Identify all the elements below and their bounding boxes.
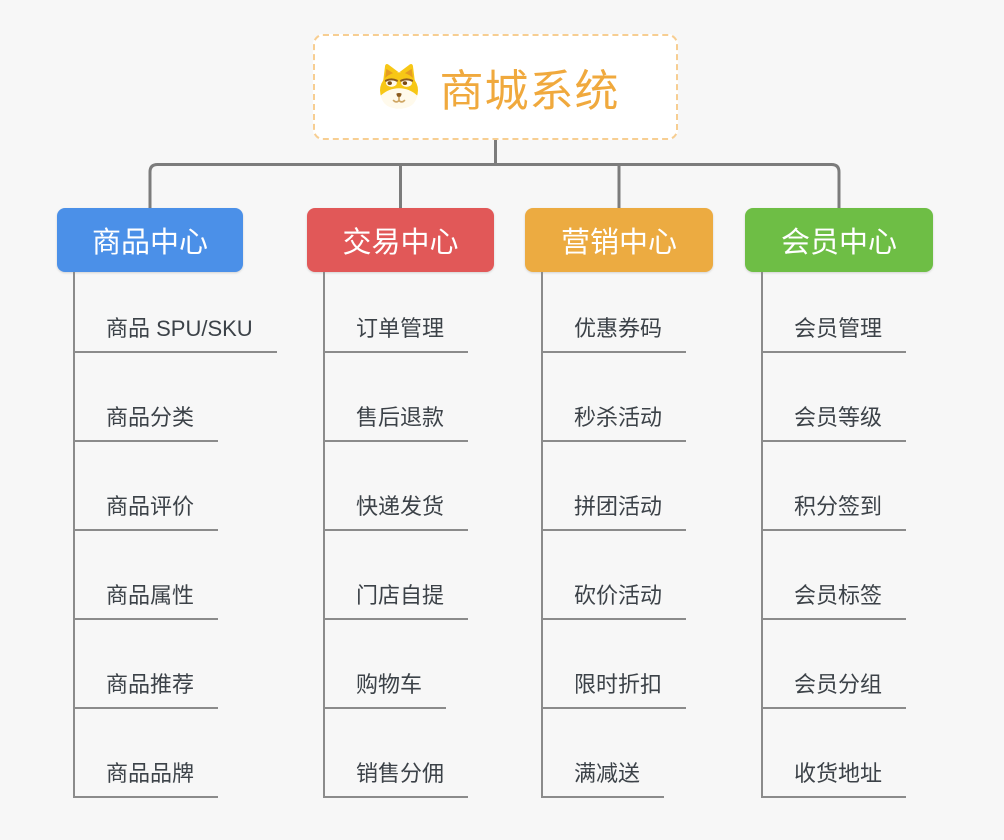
topic-item[interactable]: 砍价活动 (541, 582, 687, 620)
dog-face-icon (379, 64, 418, 109)
topic-item[interactable]: 拼团活动 (541, 493, 687, 531)
branch-trade-center[interactable]: 交易中心 (307, 208, 494, 272)
branch-spine (761, 272, 763, 798)
topic-item[interactable]: 商品 SPU/SKU (73, 315, 277, 353)
topic-item[interactable]: 积分签到 (761, 493, 907, 531)
topic-item[interactable]: 秒杀活动 (541, 404, 687, 442)
topic-item[interactable]: 门店自提 (323, 582, 469, 620)
topic-item[interactable]: 商品评价 (73, 493, 219, 531)
topic-item[interactable]: 购物车 (323, 671, 447, 709)
topic-item[interactable]: 商品分类 (73, 404, 219, 442)
topic-item[interactable]: 收货地址 (761, 760, 907, 798)
topic-item[interactable]: 会员管理 (761, 315, 907, 353)
topic-item[interactable]: 会员分组 (761, 671, 907, 709)
topic-item[interactable]: 订单管理 (323, 315, 469, 353)
branch-rail-line (148, 163, 841, 208)
topic-item[interactable]: 商品品牌 (73, 760, 219, 798)
topic-item[interactable]: 限时折扣 (541, 671, 687, 709)
topic-item[interactable]: 满减送 (541, 760, 665, 798)
topic-item[interactable]: 商品推荐 (73, 671, 219, 709)
root-title: 商城系统 (439, 67, 620, 116)
topic-item[interactable]: 优惠券码 (541, 315, 687, 353)
branch-spine (541, 272, 543, 798)
topic-item[interactable]: 快递发货 (323, 493, 469, 531)
branch-member-center[interactable]: 会员中心 (745, 208, 933, 272)
branch-spine (73, 272, 75, 798)
topic-item[interactable]: 销售分佣 (323, 760, 469, 798)
topic-item[interactable]: 会员标签 (761, 582, 907, 620)
topic-item[interactable]: 商品属性 (73, 582, 219, 620)
topic-item[interactable]: 售后退款 (323, 404, 469, 442)
root-topic[interactable]: 商城系统 (313, 34, 678, 140)
branch-product-center[interactable]: 商品中心 (57, 208, 243, 272)
topic-item[interactable]: 会员等级 (761, 404, 907, 442)
branch-spine (323, 272, 325, 798)
branch-marketing-center[interactable]: 营销中心 (525, 208, 713, 272)
